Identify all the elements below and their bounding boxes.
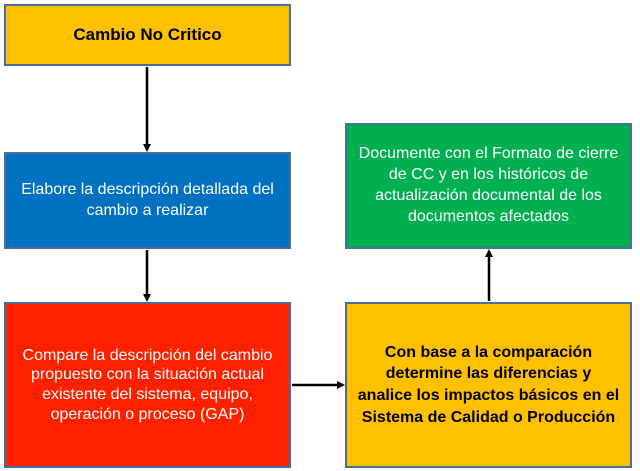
compare-node: Compare la descripción del cambio propue… bbox=[4, 302, 291, 468]
start-node-label: Cambio No Critico bbox=[73, 24, 222, 44]
describe-change-node: Elabore la descripción detallada del cam… bbox=[4, 152, 291, 249]
compare-label: Compare la descripción del cambio propue… bbox=[22, 346, 273, 423]
determine-differences-node: Con base a la comparación determine las … bbox=[345, 302, 632, 468]
determine-differences-label: Con base a la comparación determine las … bbox=[357, 343, 620, 426]
start-node: Cambio No Critico bbox=[4, 4, 291, 66]
document-closure-label: Documente con el Formato de cierre de CC… bbox=[358, 145, 619, 225]
describe-change-label: Elabore la descripción detallada del cam… bbox=[21, 180, 274, 219]
document-closure-node: Documente con el Formato de cierre de CC… bbox=[345, 123, 632, 249]
